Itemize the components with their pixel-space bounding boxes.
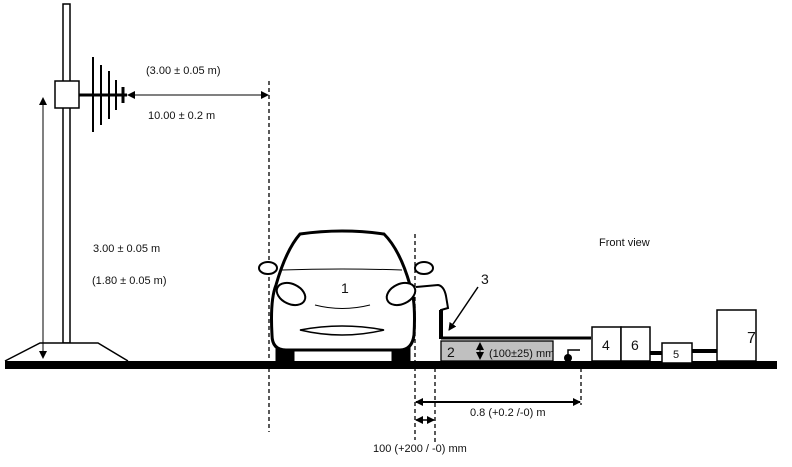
- box-5: [661, 342, 693, 364]
- box-6-number: 6: [631, 337, 639, 353]
- offset-100-label: 100 (+200 / -0) mm: [373, 443, 467, 455]
- height-main-label: 3.00 ± 0.05 m: [93, 243, 160, 255]
- connector-dot: [564, 354, 572, 362]
- offset-08-label: 0.8 (+0.2 /-0) m: [470, 407, 546, 419]
- ground-plane: [5, 361, 777, 369]
- antenna-mast: [4, 3, 129, 362]
- car-number: 1: [341, 280, 349, 296]
- antenna-height-alt-label: (3.00 ± 0.05 m): [146, 65, 221, 77]
- cable-number: 3: [481, 271, 489, 287]
- box-7: [716, 309, 757, 362]
- cable-pointer-arrow: [448, 286, 479, 331]
- plate-height-label: (100±25) mm: [489, 348, 554, 360]
- box-6: [620, 326, 651, 362]
- height-alt-label: (1.80 ± 0.05 m): [92, 275, 167, 287]
- distance-label: 10.00 ± 0.2 m: [148, 110, 215, 122]
- antenna-icon: [79, 57, 127, 132]
- box-7-number: 7: [747, 330, 756, 347]
- plate-number: 2: [447, 344, 455, 360]
- box-5-number: 5: [673, 349, 679, 361]
- car-front-view: [258, 229, 434, 363]
- ground-plate: [440, 340, 554, 362]
- box-4-number: 4: [602, 337, 610, 353]
- front-view-label: Front view: [599, 237, 650, 249]
